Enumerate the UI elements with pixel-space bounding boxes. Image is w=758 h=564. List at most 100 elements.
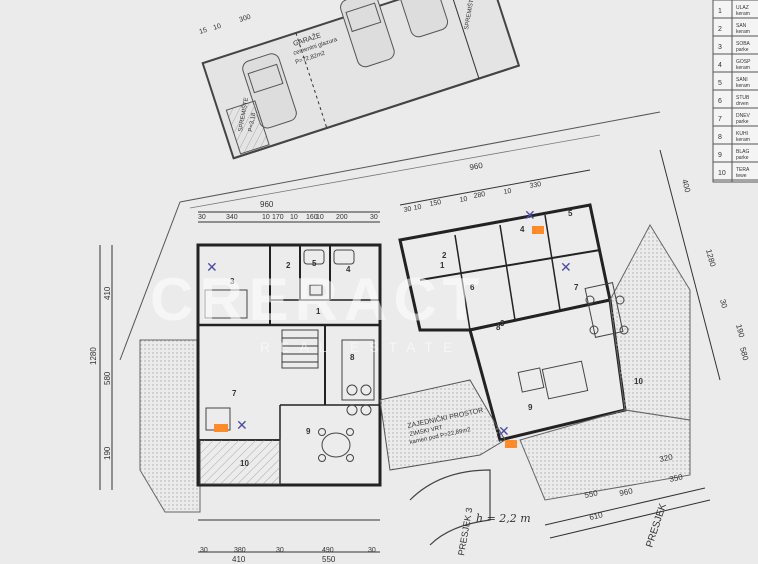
legend-row-name: KUHI: [736, 131, 748, 137]
west-left-dim-1: 190: [103, 446, 112, 460]
west-left-dim-0: 580: [103, 371, 112, 385]
watermark-sub: REAL ESTATE: [260, 339, 462, 355]
marker-icon: ✕: [206, 259, 218, 275]
marker-icon: ✕: [560, 259, 572, 275]
camera-arrow-icon: [532, 226, 544, 234]
garage-dim-1: 10: [212, 23, 222, 32]
legend-row-floor: keram: [736, 137, 750, 143]
west-top-dim: 30: [198, 214, 206, 221]
handwritten-height-note: h = 2,2 m: [476, 512, 531, 525]
east-room-number: 4: [520, 225, 525, 234]
site-boundary-line: [179, 111, 661, 203]
legend-row-floor: keram: [736, 83, 750, 89]
legend-row-number: 4: [718, 62, 722, 69]
east-room-number: 1: [440, 261, 445, 270]
legend-row-name: ULAZ: [736, 5, 749, 11]
car-icon: [393, 0, 449, 38]
west-room-number: 8: [350, 353, 355, 362]
east-top-dim: 150: [429, 199, 442, 208]
east-bottom-dim-3: 610: [589, 510, 604, 522]
camera-arrow-icon: [505, 440, 517, 448]
west-room-number: 7: [232, 389, 237, 398]
dimension-lines: [99, 149, 721, 553]
legend-row-floor: drven: [736, 101, 749, 107]
west-room-number: 10: [240, 459, 249, 468]
east-top-dim: 280: [473, 191, 486, 200]
legend-row-floor: keram: [736, 29, 750, 35]
west-bottom-total2: 550: [322, 555, 336, 564]
car-icon: [340, 0, 395, 68]
west-left-total: 1280: [89, 347, 98, 365]
east-room-number: 5: [568, 209, 573, 218]
legend-row-number: 9: [718, 152, 722, 159]
east-right-dim-1: 30: [718, 298, 729, 309]
east-top-total: 960: [469, 161, 484, 172]
east-bottom-dim-0: 320: [659, 452, 674, 464]
legend-row-floor: parke: [736, 155, 749, 161]
west-top-dim: 10: [316, 214, 324, 221]
east-room-number: 6: [470, 283, 475, 292]
garage-dim-2: 300: [238, 14, 251, 24]
legend-row-number: 10: [718, 170, 726, 177]
legend-row-floor: parke: [736, 47, 749, 53]
marker-icon: ✕: [498, 423, 510, 439]
entrance-arc: [409, 469, 491, 546]
west-top-dim: 200: [336, 214, 348, 221]
west-top-dim: 170: [272, 214, 284, 221]
dining-table-icon: [321, 432, 351, 458]
west-bottom-total: 410: [232, 555, 246, 564]
legend-row-name: SAN: [736, 23, 747, 29]
east-bottom-dim-2: 550: [584, 488, 599, 500]
legend-row-number: 8: [718, 134, 722, 141]
legend-row-name: BLAG: [736, 149, 749, 155]
west-left-dim-2: 410: [103, 286, 112, 300]
east-right-dim-2: 190: [734, 323, 746, 339]
east-room-number: 10: [634, 377, 643, 386]
west-top-dim: 10: [290, 214, 298, 221]
legend-row-floor: tewe: [736, 173, 747, 179]
east-right-dim-3: 580: [738, 346, 750, 362]
west-bottom-dim: 30: [368, 547, 376, 554]
legend-row-name: SOBA: [736, 41, 751, 47]
legend-row-number: 3: [718, 44, 722, 51]
legend-row-name: GOSP: [736, 59, 751, 65]
east-top-dim: 10: [413, 204, 422, 212]
west-room-number: 2: [286, 261, 291, 270]
legend-row-number: 7: [718, 116, 722, 123]
marker-icon: ✕: [524, 207, 536, 223]
garage-dim-0: 15: [198, 27, 208, 36]
west-top-total: 960: [260, 200, 274, 209]
west-room-number: 3: [230, 277, 235, 286]
east-right-dim-0: 400: [680, 178, 692, 194]
west-bottom-dim: 30: [276, 547, 284, 554]
west-top-dim: 30: [370, 214, 378, 221]
west-bottom-dim: 380: [234, 547, 246, 554]
east-room-number: 3: [500, 319, 505, 328]
west-top-dim: 340: [226, 214, 238, 221]
camera-arrow-icon: [214, 424, 228, 432]
legend-row-floor: parke: [736, 119, 749, 125]
east-room-number: 7: [574, 283, 579, 292]
west-bottom-dim: 30: [200, 547, 208, 554]
legend-row-name: DNEV: [736, 113, 751, 119]
west-top-dim: 10: [262, 214, 270, 221]
legend-row-number: 1: [718, 8, 722, 15]
east-top-dim: 330: [529, 181, 542, 190]
east-room-number: 2: [442, 251, 447, 260]
legend-row-floor: keram: [736, 11, 750, 17]
garage-block: [201, 0, 521, 160]
east-top-dim: 10: [459, 196, 468, 204]
west-room-number: 5: [312, 259, 317, 268]
legend-row-number: 6: [718, 98, 722, 105]
east-top-dim: 10: [503, 188, 512, 196]
legend-row-number: 5: [718, 80, 722, 87]
east-bottom-dim-4: 960: [619, 486, 634, 498]
legend-row-number: 2: [718, 26, 722, 33]
east-top-dim: 30: [403, 206, 412, 214]
legend-row-name: SANI: [736, 77, 748, 83]
west-room-number: 1: [316, 307, 321, 316]
